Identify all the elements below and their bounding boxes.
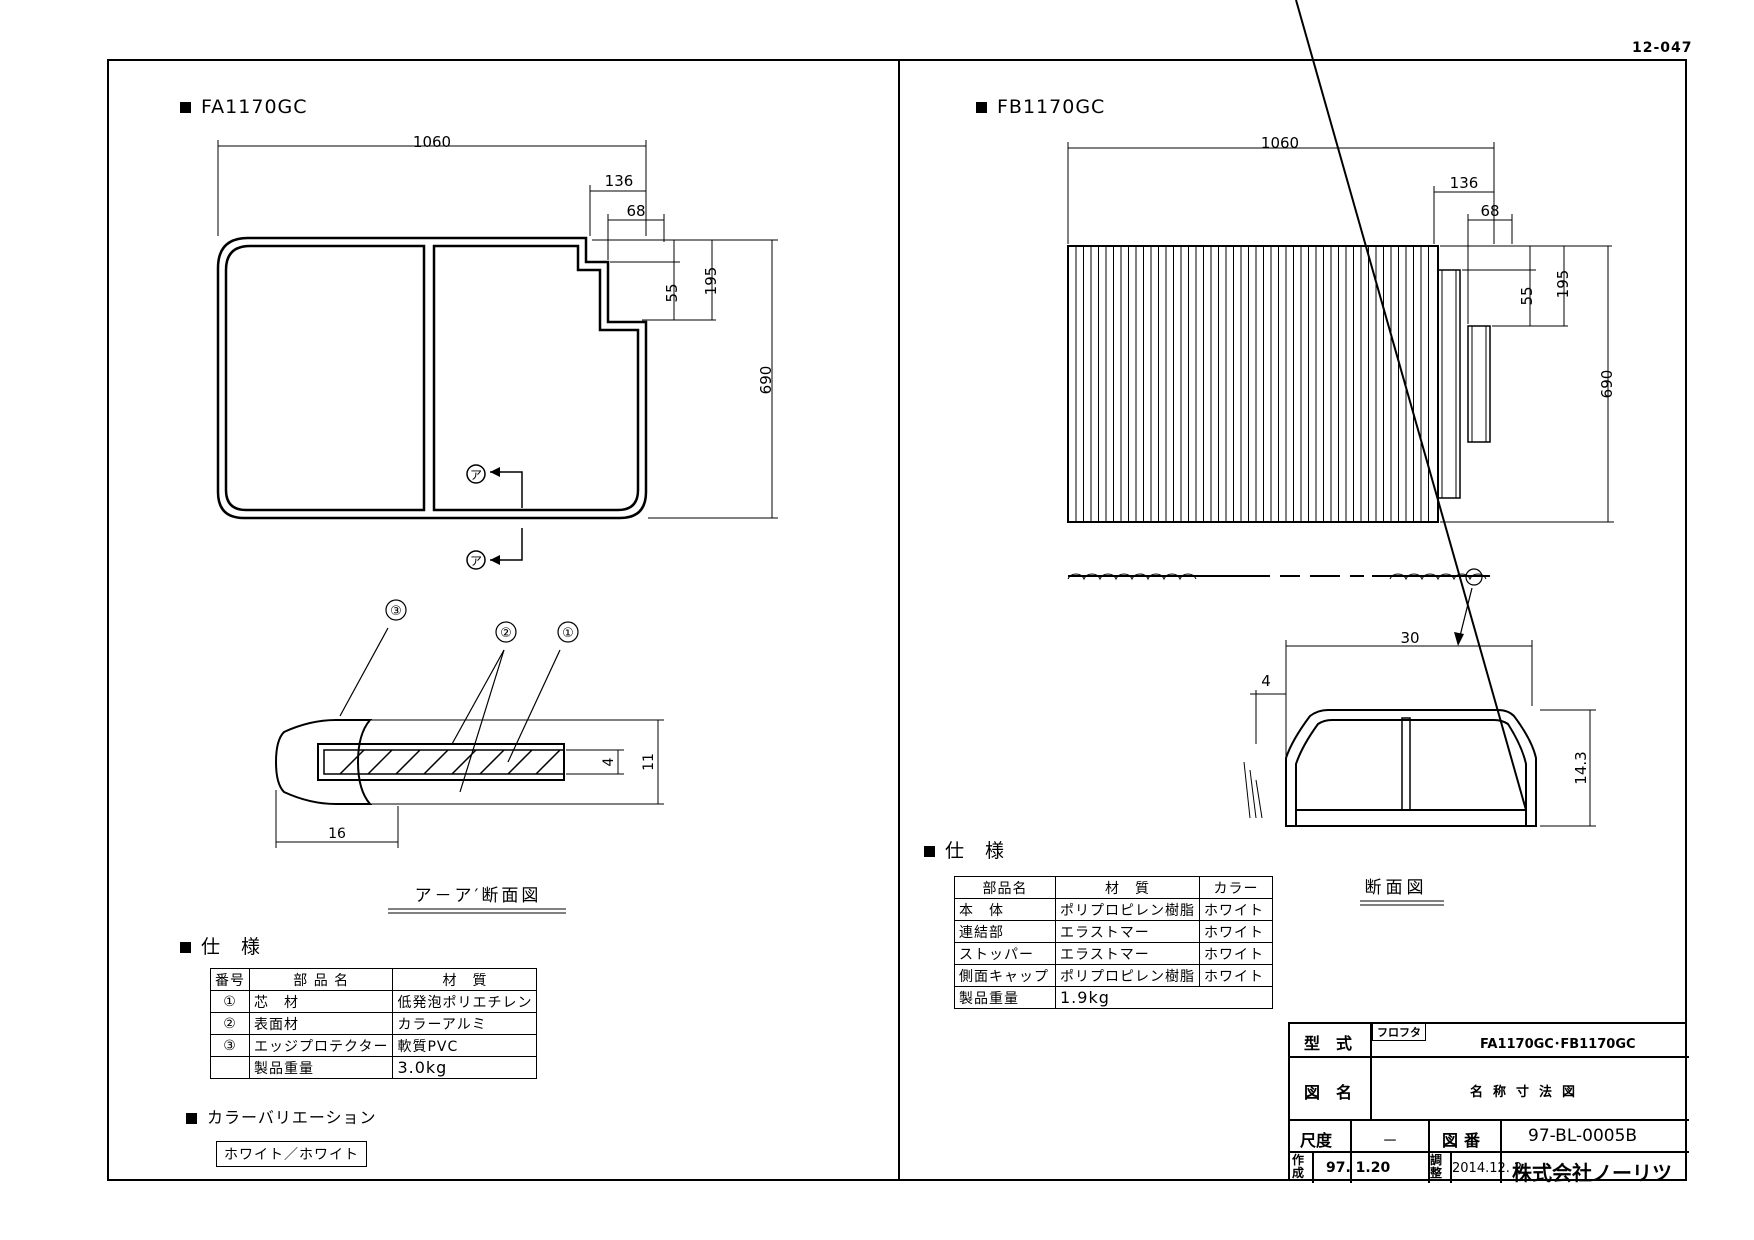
r-dim-lip-text: 4 — [1261, 672, 1271, 690]
spec-header-no: 番号 — [210, 968, 250, 991]
r-dim-notch-inner-text: 68 — [1480, 202, 1499, 220]
callout-3: ③ — [390, 604, 402, 619]
left-spec-table: 番号 部 品 名 材 質 ① 芯 材 低発泡ポリエチレン ② 表面材 カラーアル… — [210, 968, 538, 1079]
bullet-square-icon — [186, 1113, 197, 1124]
svg-text:ア: ア — [470, 468, 482, 482]
left-spec-title: 仕 様 — [201, 936, 262, 958]
r-spec-header-material: 材 質 — [1055, 876, 1200, 899]
left-model-label: FA1170GC — [201, 96, 308, 118]
side-cap-lower — [1467, 325, 1491, 443]
dim-height-text: 690 — [757, 366, 775, 395]
bullet-square-icon — [180, 102, 191, 113]
r-dim-height-text: 690 — [1598, 370, 1616, 399]
center-divider — [898, 59, 900, 1181]
left-section-title: ア－ア′断面図 — [415, 886, 542, 906]
dim-width-text: 1060 — [413, 133, 451, 151]
left-model-heading: FA1170GC — [180, 96, 308, 118]
table-row: 製品重量 3.0kg — [210, 1056, 538, 1079]
r-dim-width-text: 1060 — [1261, 134, 1299, 152]
r-spec-header-part: 部品名 — [954, 876, 1056, 899]
tb-scale-label: 尺度 — [1300, 1131, 1333, 1150]
section-profile — [1285, 709, 1537, 827]
r-dim-section-height-text: 14.3 — [1572, 751, 1590, 784]
right-plan-drawing: 1060 136 68 55 195 690 30 4 14.3 断面図 — [1067, 0, 1616, 906]
right-spec-title: 仕 様 — [945, 840, 1006, 862]
page-number: 12-047 — [1632, 40, 1693, 56]
r-dim-notch-h1-text: 55 — [1518, 286, 1536, 305]
color-variation-box: ホワイト／ホワイト — [216, 1141, 367, 1167]
shutter-body — [1067, 245, 1439, 523]
bullet-square-icon — [180, 942, 191, 953]
dim-notch-h1-text: 55 — [663, 283, 681, 302]
table-row: ストッパー エラストマー ホワイト — [954, 942, 1273, 965]
tb-number-label: 図番 — [1442, 1131, 1487, 1150]
right-model-label: FB1170GC — [997, 96, 1106, 118]
left-spec-heading: 仕 様 — [180, 932, 261, 959]
lid-left-panel — [224, 244, 426, 512]
dim-notch-h2-text: 195 — [702, 267, 720, 296]
title-block: 型 式 フロフタ FA1170GC･FB1170GC 図 名 名称寸法図 尺度 … — [1288, 1022, 1689, 1185]
right-spec-table: 部品名 材 質 カラー 本 体 ポリプロピレン樹脂 ホワイト 連結部 エラストマ… — [954, 876, 1273, 1009]
side-cap-upper — [1437, 269, 1461, 499]
tb-created-value: 97. 1.20 — [1326, 1160, 1391, 1176]
tb-revised-value: 2014.12. 2 — [1452, 1161, 1523, 1176]
callout-1: ① — [562, 626, 574, 641]
svg-text:ア: ア — [470, 554, 482, 568]
r-dim-notch-h2-text: 195 — [1554, 270, 1572, 299]
dim-core-text: 4 — [601, 757, 617, 766]
tb-name-label: 図 名 — [1304, 1083, 1353, 1102]
drawing-frame — [107, 59, 1687, 1181]
left-plan-drawing: 1060 136 68 55 195 690 ア ア ③ ② ① 4 11 1 — [216, 133, 778, 914]
color-variation-title: カラーバリエーション — [207, 1108, 377, 1127]
tb-revised-label: 調整 — [1430, 1153, 1443, 1180]
lid-right-panel — [432, 244, 640, 512]
r-spec-header-color: カラー — [1199, 876, 1273, 899]
side-profile — [1067, 573, 1197, 581]
table-row: 側面キャップ ポリプロピレン樹脂 ホワイト — [954, 964, 1273, 987]
tb-type-tag: フロフタ — [1372, 1024, 1426, 1041]
table-row: ② 表面材 カラーアルミ — [210, 1012, 538, 1035]
right-section-title: 断面図 — [1365, 878, 1428, 898]
tb-scale-value: － — [1382, 1131, 1399, 1150]
right-spec-heading: 仕 様 — [924, 836, 1005, 863]
dim-total-text: 11 — [641, 753, 657, 771]
dim-notch-w-text: 136 — [605, 172, 634, 190]
tb-name-value: 名称寸法図 — [1470, 1085, 1586, 1100]
table-row: ③ エッジプロテクター 軟質PVC — [210, 1034, 538, 1057]
lid-outline — [216, 236, 648, 520]
spec-header-material: 材 質 — [392, 968, 538, 991]
tb-type-value: FA1170GC･FB1170GC — [1480, 1037, 1636, 1052]
right-model-heading: FB1170GC — [976, 96, 1105, 118]
bullet-square-icon — [924, 846, 935, 857]
edge-protector — [274, 719, 373, 805]
r-dim-notch-w-text: 136 — [1450, 174, 1479, 192]
tb-created-label: 作成 — [1292, 1153, 1305, 1180]
bullet-square-icon — [976, 102, 987, 113]
tb-number-value: 97-BL-0005B — [1528, 1126, 1638, 1146]
dim-edge-text: 16 — [328, 826, 346, 842]
callout-2: ② — [500, 626, 512, 641]
table-row: ① 芯 材 低発泡ポリエチレン — [210, 990, 538, 1013]
tb-company: 株式会社ノーリツ — [1512, 1161, 1672, 1185]
table-row: 本 体 ポリプロピレン樹脂 ホワイト — [954, 898, 1273, 921]
r-dim-section-width-text: 30 — [1400, 629, 1419, 647]
table-row: 連結部 エラストマー ホワイト — [954, 920, 1273, 943]
table-row: 製品重量 1.9kg — [954, 986, 1273, 1009]
tb-type-label: 型 式 — [1304, 1034, 1353, 1053]
dim-notch-inner-text: 68 — [626, 202, 645, 220]
spec-header-part: 部 品 名 — [248, 968, 394, 991]
color-variation-heading: カラーバリエーション — [186, 1104, 377, 1128]
